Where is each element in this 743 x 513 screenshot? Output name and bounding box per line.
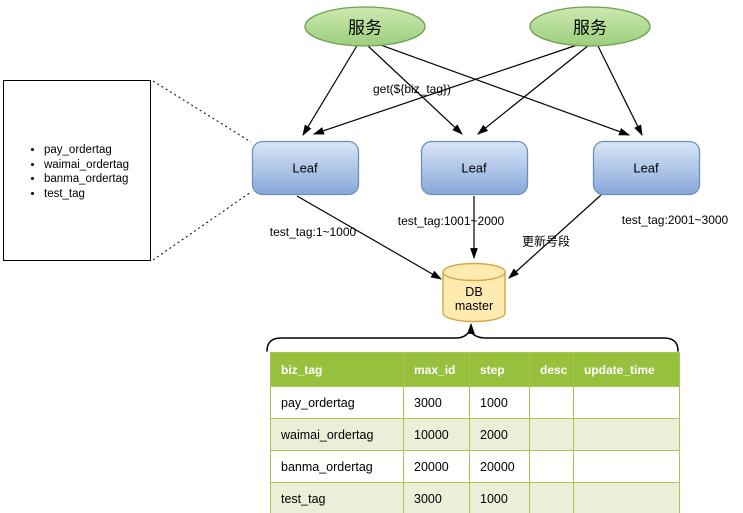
table-row: test_tag 3000 1000 (270, 482, 680, 513)
arrow-service2-to-leaf2 (477, 44, 590, 135)
db-label: DB master (455, 285, 493, 313)
table-cell (529, 386, 574, 419)
leaf-label-2: Leaf (461, 160, 487, 176)
arrow-service2-to-leaf3 (596, 43, 643, 136)
db-label-line1: DB (465, 285, 483, 299)
table-row: pay_ordertag 3000 1000 (270, 386, 680, 419)
table-cell: waimai_ordertag (270, 418, 404, 451)
table-header-biz-tag: biz_tag (270, 352, 404, 387)
table-cell: 1000 (469, 386, 530, 419)
table-cell (573, 386, 680, 419)
edge-label-update-segment: 更新号段 (521, 234, 571, 249)
edge-label-segment-middle: test_tag:1001~2000 (397, 214, 505, 228)
db-label-line2: master (454, 299, 494, 313)
service-node-2 (529, 6, 651, 47)
leaf-alloc-table: biz_tag max_id step desc update_time pay… (270, 352, 680, 513)
arrow-service1-to-leaf2 (366, 44, 463, 135)
table-header-max-id: max_id (403, 352, 470, 387)
table-cell (529, 482, 574, 513)
edge-label-get-call: get(${biz_tag}) (372, 82, 452, 96)
table-cell: pay_ordertag (270, 386, 404, 419)
leaf-node-1 (251, 140, 360, 196)
service-label-1: 服务 (348, 18, 382, 38)
table-cell: 3000 (403, 386, 470, 419)
tag-list-box: pay_ordertag waimai_ordertag banma_order… (3, 80, 151, 261)
table-cell: test_tag (270, 482, 404, 513)
tag-list: pay_ordertag waimai_ordertag banma_order… (4, 81, 150, 201)
leaf-label-1: Leaf (292, 160, 318, 176)
table-header-row: biz_tag max_id step desc update_time (270, 352, 680, 387)
edge-label-segment-left: test_tag:1~1000 (269, 225, 357, 239)
table-cell (529, 450, 574, 483)
table-brace (266, 329, 679, 352)
table-header-desc: desc (529, 352, 574, 387)
service-node-1 (304, 6, 426, 47)
arrow-service1-to-leaf3 (374, 42, 631, 136)
db-cylinder-icon (442, 262, 506, 323)
table-cell: 1000 (469, 482, 530, 513)
tag-list-item: waimai_ordertag (44, 158, 150, 173)
leaf-node-2 (420, 140, 529, 196)
table-cell: 3000 (403, 482, 470, 513)
dotted-callout-top (152, 80, 252, 143)
table-header-step: step (469, 352, 530, 387)
dotted-callout-bottom (152, 191, 252, 261)
table-row: banma_ordertag 20000 20000 (270, 450, 680, 483)
leaf-label-3: Leaf (633, 160, 659, 176)
tag-list-item: banma_ordertag (44, 172, 150, 187)
table-cell: 20000 (469, 450, 530, 483)
table-cell: banma_ordertag (270, 450, 404, 483)
table-cell (573, 418, 680, 451)
table-header-update-time: update_time (573, 352, 680, 387)
table-cell (573, 450, 680, 483)
edge-label-segment-right: test_tag:2001~3000 (621, 213, 729, 227)
tag-list-item: pay_ordertag (44, 143, 150, 158)
arrow-service2-to-leaf1 (312, 42, 584, 135)
service-label-2: 服务 (573, 18, 607, 38)
arrow-leaf1-to-db (296, 195, 442, 280)
table-cell: 10000 (403, 418, 470, 451)
table-cell (573, 482, 680, 513)
table-cell: 2000 (469, 418, 530, 451)
table-row: waimai_ordertag 10000 2000 (270, 418, 680, 451)
arrow-leaf3-to-db-update (508, 194, 602, 279)
arrow-service1-to-leaf1 (302, 43, 359, 136)
table-cell (529, 418, 574, 451)
tag-list-item: test_tag (44, 187, 150, 202)
table-cell: 20000 (403, 450, 470, 483)
leaf-node-3 (592, 140, 701, 196)
